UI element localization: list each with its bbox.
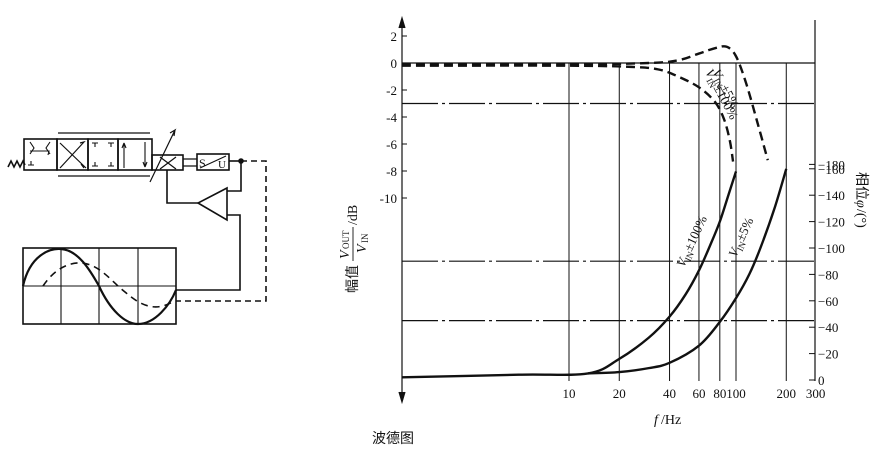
displacement-sensor-box [196,153,230,171]
right-tick-label: −100 [818,241,845,256]
output-sine-wave [42,262,175,308]
left-tick-label: 2 [391,29,398,44]
x-axis-title: f /Hz [654,413,681,428]
sensor-label-u: U [218,159,226,171]
left-tick-label: -6 [386,137,397,152]
right-tick-label: −180 [818,157,845,172]
right-tick-label: −140 [818,188,845,203]
x-tick-label-80: 80 [713,386,726,401]
svg-text:V: V [338,249,353,259]
left-tick-label: -8 [386,164,397,179]
x-tick-label-60: 60 [692,386,705,401]
svg-text:V: V [355,243,370,253]
x-tick-label-100: 100 [726,386,746,401]
left-axis-title: 幅值 V OUT V IN /dB [338,205,370,293]
svg-text:/(°): /(°) [853,209,868,228]
left-tick-label: -4 [386,110,397,125]
right-tick-label: −120 [818,215,845,230]
svg-text:相位: 相位 [853,172,869,200]
left-tick-label: 0 [391,56,398,71]
spring-icon [7,159,26,169]
sensor-label-s: S [199,156,206,170]
x-tick-label-300: 300 [806,386,826,401]
svg-text:OUT: OUT [341,230,351,249]
svg-text:IN: IN [360,233,370,243]
right-tick-label: −60 [818,294,838,309]
left-tick-label: -10 [380,191,397,206]
series-3-label: VIN±5% [725,215,758,260]
right-tick-label: −80 [818,267,838,282]
x-tick-label-200: 200 [777,386,797,401]
svg-text:/Hz: /Hz [661,413,681,428]
series-2-curve [401,171,738,379]
right-tick-label: −40 [818,320,838,335]
x-tick-label-10: 10 [563,386,576,401]
amplifier-icon [196,186,228,222]
input-sine-wave [21,247,178,326]
right-tick-label: −20 [818,347,838,362]
series-3-curve [587,168,788,375]
left-axis-arrow-bottom [398,391,406,405]
x-tick-label-40: 40 [663,386,676,401]
series-0-curve [401,45,769,161]
x-tick-label-20: 20 [613,386,626,401]
svg-text:幅值: 幅值 [345,265,361,293]
svg-text:f: f [654,413,660,428]
svg-text:φ: φ [853,200,868,208]
hydraulic-test-schematic: S U [7,128,267,326]
figure-caption: 波德图 [372,431,414,447]
svg-text:/dB: /dB [346,205,361,225]
series-1-curve [401,64,735,162]
left-axis-arrow-top [398,15,406,29]
right-tick-label: −160 [818,162,845,177]
right-tick-label: 0 [818,373,825,388]
right-axis-title: 相位 φ /(°) [853,172,869,228]
left-tick-label: -2 [386,83,397,98]
